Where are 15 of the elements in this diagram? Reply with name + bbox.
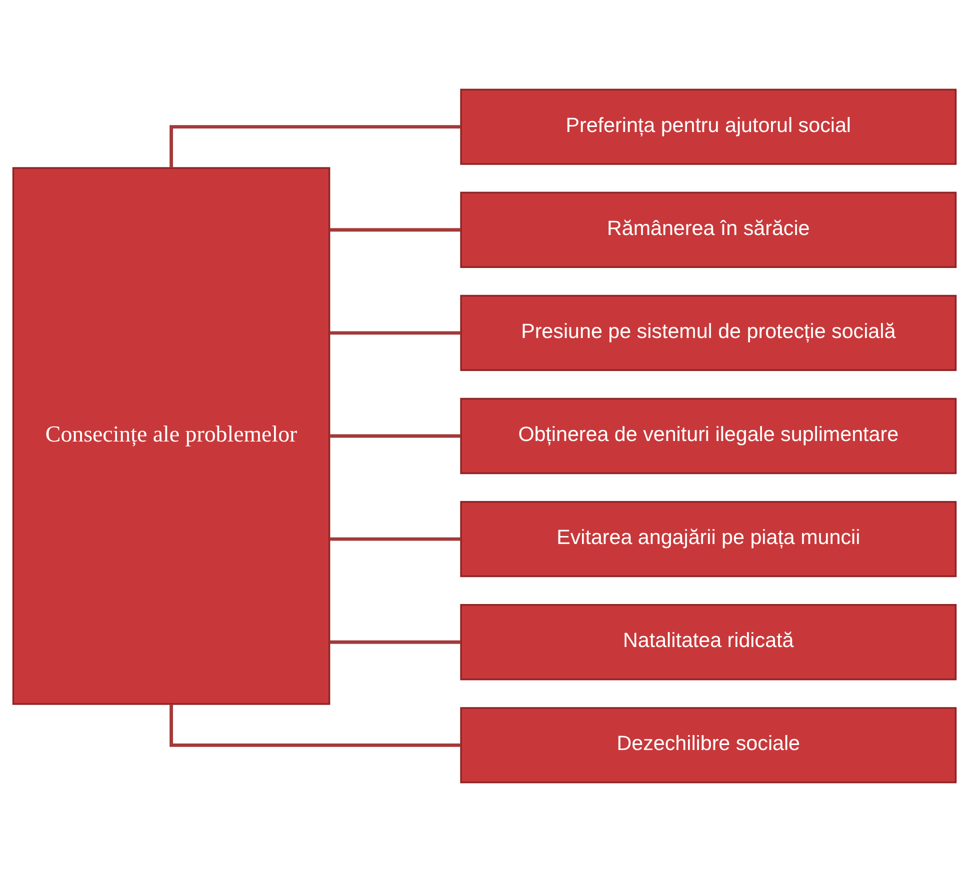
node-box: Presiune pe sistemul de protecție socială — [460, 294, 957, 370]
node-box: Preferința pentru ajutorul social — [460, 88, 957, 164]
node-box: Obținerea de venituri ilegale suplimentare — [460, 397, 957, 474]
connector — [170, 124, 461, 168]
connector — [330, 330, 461, 334]
connector — [330, 536, 461, 540]
node-box: Natalitatea ridicată — [460, 604, 957, 680]
connector — [170, 704, 461, 746]
node-box: Consecințe ale problemelor — [12, 166, 330, 704]
node-box: Dezechilibre sociale — [460, 706, 957, 783]
connector — [330, 640, 461, 644]
connector — [330, 434, 461, 438]
node-box: Evitarea angajării pe piața muncii — [460, 500, 957, 577]
connector — [330, 228, 461, 232]
node-box: Rămânerea în sărăcie — [460, 191, 957, 268]
